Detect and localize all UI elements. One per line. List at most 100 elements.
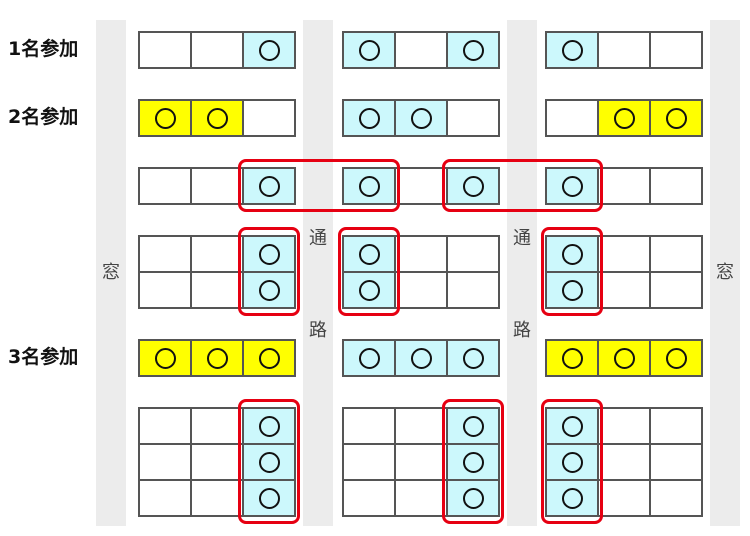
seat-empty — [342, 479, 396, 517]
circle-mark-icon — [462, 175, 484, 197]
group-outline — [541, 227, 603, 316]
seat-empty — [446, 235, 500, 273]
seat-empty — [138, 271, 192, 309]
circle-mark-icon — [561, 451, 583, 473]
circle-mark-icon — [613, 347, 635, 369]
seat-selected — [242, 271, 296, 309]
seat-selected — [342, 339, 396, 377]
group-outline — [338, 227, 400, 316]
seat-empty — [649, 271, 703, 309]
seat-selected — [242, 407, 296, 445]
seat-selected — [342, 271, 396, 309]
circle-mark-icon — [358, 347, 380, 369]
seat-empty — [597, 407, 651, 445]
circle-mark-icon — [154, 107, 176, 129]
seat-selected — [342, 99, 396, 137]
aisle-label-bottom-2: 路 — [513, 320, 531, 341]
label-1-person: 1名参加 — [8, 38, 79, 60]
seat-empty — [138, 479, 192, 517]
aisle-strip-2 — [507, 20, 537, 526]
seat-empty — [649, 443, 703, 481]
seat-empty — [342, 407, 396, 445]
seat-selected — [446, 479, 500, 517]
circle-mark-icon — [154, 347, 176, 369]
circle-mark-icon — [258, 243, 280, 265]
circle-mark-icon — [462, 415, 484, 437]
seat-empty — [190, 167, 244, 205]
circle-mark-icon — [561, 487, 583, 509]
seat-empty — [190, 31, 244, 69]
seat-selected — [446, 31, 500, 69]
circle-mark-icon — [358, 243, 380, 265]
seat-empty — [649, 479, 703, 517]
seat-selected — [242, 339, 296, 377]
seat-selected — [190, 99, 244, 137]
aisle-label-bottom-1: 路 — [309, 320, 327, 341]
window-strip-right — [710, 20, 740, 526]
window-label-right: 窓 — [716, 262, 734, 283]
seat-selected — [394, 339, 448, 377]
circle-mark-icon — [462, 347, 484, 369]
seat-empty — [190, 235, 244, 273]
aisle-label-top-2: 通 — [513, 228, 531, 249]
seat-empty — [597, 31, 651, 69]
aisle-strip-1 — [303, 20, 333, 526]
circle-mark-icon — [561, 279, 583, 301]
circle-mark-icon — [665, 347, 687, 369]
seat-selected — [394, 99, 448, 137]
seat-empty — [597, 479, 651, 517]
seat-empty — [138, 407, 192, 445]
seat-empty — [545, 99, 599, 137]
circle-mark-icon — [462, 487, 484, 509]
circle-mark-icon — [206, 347, 228, 369]
circle-mark-icon — [665, 107, 687, 129]
circle-mark-icon — [561, 243, 583, 265]
seat-selected — [597, 339, 651, 377]
group-outline — [238, 399, 300, 524]
circle-mark-icon — [358, 107, 380, 129]
seat-empty — [394, 443, 448, 481]
seat-empty — [242, 99, 296, 137]
seat-empty — [394, 271, 448, 309]
seat-empty — [190, 407, 244, 445]
circle-mark-icon — [206, 107, 228, 129]
seat-selected — [342, 235, 396, 273]
seat-empty — [138, 31, 192, 69]
circle-mark-icon — [258, 347, 280, 369]
circle-mark-icon — [613, 107, 635, 129]
seat-selected — [242, 167, 296, 205]
seat-empty — [597, 443, 651, 481]
seat-empty — [597, 235, 651, 273]
label-3-person: 3名参加 — [8, 346, 79, 368]
seat-selected — [342, 167, 396, 205]
circle-mark-icon — [561, 175, 583, 197]
seat-selected — [446, 339, 500, 377]
seat-selected — [242, 479, 296, 517]
group-outline — [442, 159, 603, 212]
circle-mark-icon — [561, 415, 583, 437]
window-label-left: 窓 — [102, 262, 120, 283]
seat-empty — [394, 167, 448, 205]
circle-mark-icon — [258, 487, 280, 509]
seat-empty — [649, 407, 703, 445]
circle-mark-icon — [358, 175, 380, 197]
seat-selected — [597, 99, 651, 137]
seat-empty — [394, 31, 448, 69]
seat-empty — [190, 443, 244, 481]
seat-selected — [649, 99, 703, 137]
circle-mark-icon — [410, 347, 432, 369]
seat-empty — [446, 99, 500, 137]
seat-selected — [545, 339, 599, 377]
seat-selected — [545, 479, 599, 517]
seat-empty — [394, 235, 448, 273]
circle-mark-icon — [258, 175, 280, 197]
seat-empty — [138, 167, 192, 205]
group-outline — [238, 159, 400, 212]
circle-mark-icon — [258, 279, 280, 301]
circle-mark-icon — [358, 39, 380, 61]
window-strip-left — [96, 20, 126, 526]
seat-empty — [394, 407, 448, 445]
seat-selected — [545, 235, 599, 273]
seat-empty — [190, 271, 244, 309]
